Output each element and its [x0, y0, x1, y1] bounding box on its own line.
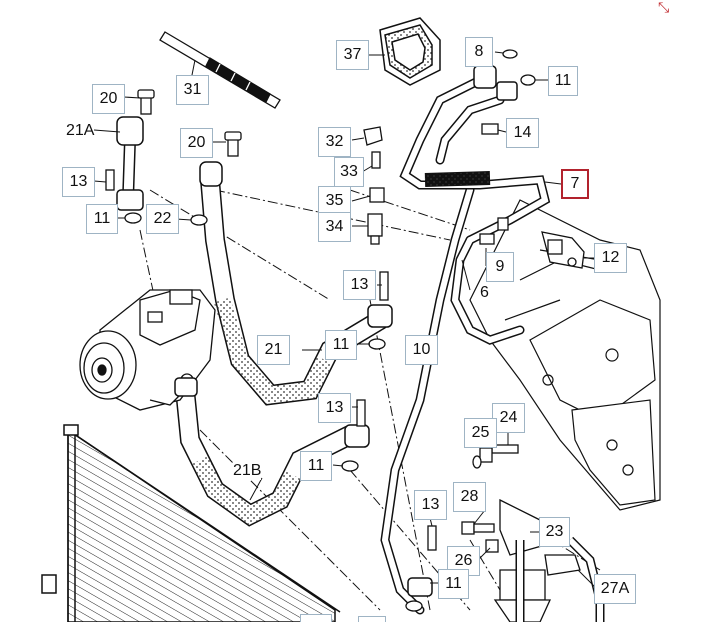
callout-cutoff-1	[300, 614, 332, 622]
callout-12: 12	[594, 243, 627, 273]
callout-25: 25	[464, 418, 497, 448]
callout-8: 8	[465, 37, 493, 67]
callout-37: 37	[336, 40, 369, 70]
callout-11d: 11	[300, 451, 332, 481]
callout-13d: 13	[414, 490, 447, 520]
callout-7-selected[interactable]: 7	[561, 169, 589, 199]
callout-20: 20	[92, 84, 125, 114]
expand-arrows-icon[interactable]: ⤡	[658, 0, 670, 16]
label-6: 6	[480, 284, 489, 302]
callout-32: 32	[318, 127, 351, 157]
callout-11b: 11	[86, 204, 118, 234]
callout-21: 21	[257, 335, 290, 365]
callout-14: 14	[506, 118, 539, 148]
callout-13c: 13	[318, 393, 351, 423]
callout-13: 13	[62, 167, 95, 197]
callout-28: 28	[453, 482, 486, 512]
callout-27A: 27A	[594, 574, 636, 604]
callout-23: 23	[539, 517, 570, 547]
callout-10: 10	[405, 335, 438, 365]
callout-cutoff-2	[358, 616, 386, 622]
label-21B: 21B	[233, 462, 262, 480]
part-37	[379, 17, 441, 86]
callout-13b: 13	[343, 270, 376, 300]
callout-11: 11	[548, 66, 578, 96]
callout-11e: 11	[438, 569, 469, 599]
callout-22: 22	[146, 204, 179, 234]
callout-33: 33	[334, 157, 364, 187]
part-12	[541, 231, 585, 269]
part-31	[159, 31, 281, 109]
label-21A: 21A	[66, 122, 95, 140]
callout-9: 9	[486, 252, 514, 282]
callout-34: 34	[318, 212, 351, 242]
callout-31: 31	[176, 75, 209, 105]
condenser	[41, 424, 341, 622]
callout-20b: 20	[180, 128, 213, 158]
callout-11c: 11	[325, 330, 357, 360]
